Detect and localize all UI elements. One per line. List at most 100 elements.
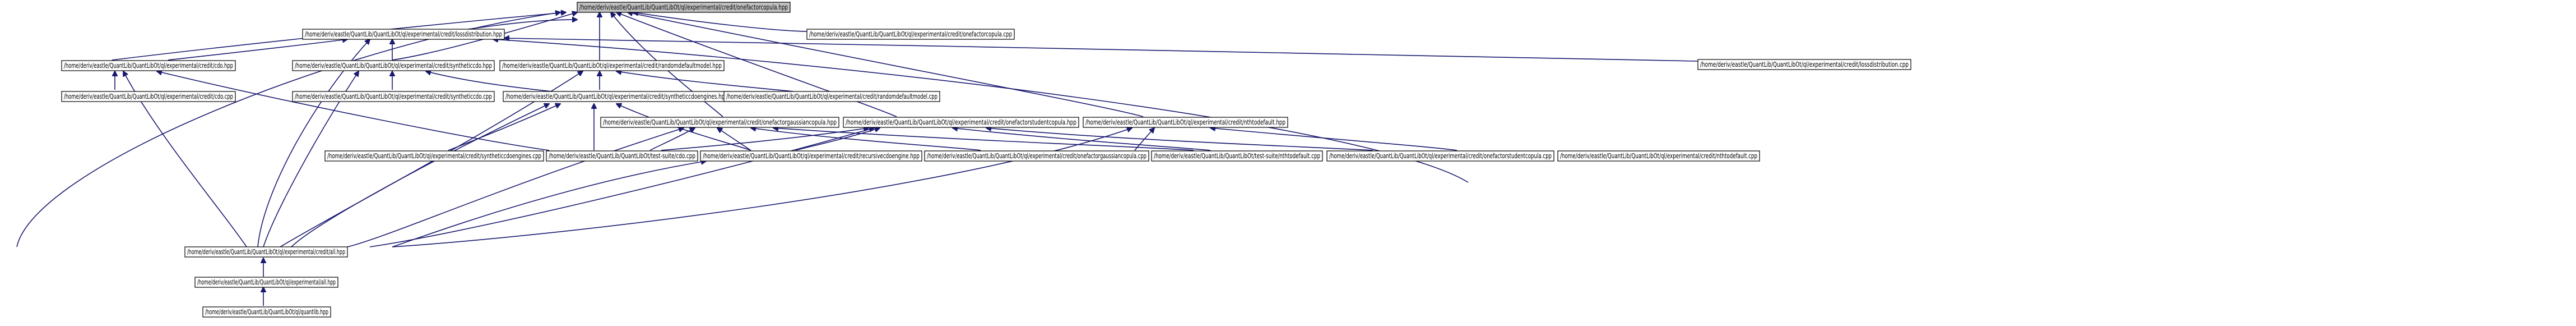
node-syntheticcdo-cpp[interactable]: /home/deriv/eastle/QuantLib/QuantLibOt/q…: [292, 91, 495, 102]
node-label: /home/deriv/eastle/QuantLib/QuantLibOt/q…: [927, 151, 1147, 160]
node-label: /home/deriv/eastle/QuantLib/QuantLibOt/q…: [1085, 118, 1285, 126]
edge-nthtodefault-to-onefactorcopula: [628, 12, 1144, 117]
node-box: [546, 150, 698, 162]
edge-credit-all-to-nthtodefault: [392, 128, 1132, 247]
node-onefactorstudentcopula-hpp[interactable]: /home/deriv/eastle/QuantLib/QuantLibOt/q…: [843, 117, 1079, 128]
node-label: /home/deriv/eastle/QuantLib/QuantLibOt/q…: [295, 61, 492, 70]
node-label: /home/deriv/eastle/QuantLib/QuantLibOt/q…: [703, 151, 920, 160]
node-label: /home/deriv/eastle/QuantLib/QuantLibOt/q…: [295, 92, 492, 100]
node-label: /home/deriv/eastle/QuantLib/QuantLibOt/q…: [1700, 60, 1909, 68]
edge-onefactorstudentcopula-to-onefactorcopula: [616, 12, 897, 117]
edge-credit-all-to-recursivecdoengine: [392, 161, 706, 247]
node-cdo-hpp[interactable]: /home/deriv/eastle/QuantLib/QuantLibOt/q…: [61, 60, 236, 71]
node-syntheticcdo-hpp[interactable]: /home/deriv/eastle/QuantLib/QuantLibOt/q…: [292, 60, 495, 71]
edge-onefactorstudentcopula-cpp-to-onefactorstudentcopula: [986, 128, 1373, 151]
node-label: /home/deriv/eastle/QuantLib/QuantLibOt/q…: [64, 61, 233, 70]
edge-credit-all-to-syntheticcdoengines: [291, 104, 549, 247]
node-box: [202, 306, 331, 318]
node-label: /home/deriv/eastle/QuantLib/QuantLibOt/q…: [726, 92, 937, 100]
node-credit-all-hpp[interactable]: /home/deriv/eastle/QuantLib/QuantLibOt/q…: [184, 246, 348, 258]
node-syntheticcdoengines-hpp[interactable]: /home/deriv/eastle/QuantLib/QuantLibOt/q…: [503, 91, 731, 102]
node-label: /home/deriv/eastle/QuantLib/QuantLibOt/q…: [1329, 151, 1552, 160]
edge-recursivecdoengine-to-syntheticcdoengines: [616, 104, 751, 151]
node-box: [324, 150, 544, 162]
edge-credit-all-to-onefactorcopula: [16, 12, 560, 247]
node-label: /home/deriv/eastle/QuantLib/QuantLibOt/q…: [305, 30, 502, 38]
node-label: /home/deriv/eastle/QuantLib/QuantLibOt/q…: [846, 118, 1076, 126]
node-onefactorcopula-hpp[interactable]: /home/deriv/eastle/QuantLib/QuantLibOt/q…: [577, 2, 791, 13]
node-box: [843, 117, 1079, 128]
node-box: [499, 60, 725, 71]
node-syntheticcdoengines-cpp[interactable]: /home/deriv/eastle/QuantLib/QuantLibOt/q…: [324, 150, 544, 162]
node-lossdistribution-hpp[interactable]: /home/deriv/eastle/QuantLib/QuantLibOt/q…: [302, 29, 505, 40]
file-nodes: /home/deriv/eastle/QuantLib/QuantLibOt/q…: [61, 2, 1911, 318]
node-label: /home/deriv/eastle/QuantLib/QuantLibOt/q…: [187, 247, 345, 256]
edge-nthtodefault-cpp-to-nthtodefault: [1210, 128, 1458, 151]
edge-onefactorgaussiancopula-cpp-to-onefactorgaussiancopula: [751, 128, 981, 151]
node-label: /home/deriv/eastle/QuantLib/QuantLibOt/q…: [579, 3, 788, 11]
node-label: /home/deriv/eastle/QuantLib/QuantLibOt/q…: [327, 151, 541, 160]
node-label: /home/deriv/eastle/QuantLib/QuantLibOt/q…: [1560, 151, 1757, 160]
node-label: /home/deriv/eastle/QuantLib/QuantLibOt/q…: [64, 92, 233, 100]
node-randomdefaultmodel-hpp[interactable]: /home/deriv/eastle/QuantLib/QuantLibOt/q…: [499, 60, 725, 71]
edge-test-cdo-to-onefactorgaussiancopula: [649, 128, 695, 151]
node-label: /home/deriv/eastle/QuantLib/QuantLibOt/q…: [197, 278, 336, 286]
node-box: [1151, 150, 1323, 162]
node-lossdistribution-cpp[interactable]: /home/deriv/eastle/QuantLib/QuantLibOt/q…: [1697, 59, 1911, 70]
node-box: [292, 60, 495, 71]
node-label: /home/deriv/eastle/QuantLib/QuantLibOt/q…: [505, 92, 728, 100]
node-test-cdo-cpp[interactable]: /home/deriv/eastle/QuantLib/QuantLibOt/t…: [546, 150, 698, 162]
node-box: [806, 29, 1015, 40]
edge-cdo-to-lossdistribution: [168, 39, 347, 61]
edge-test-nthtodefault-to-onefactorgaussiancopula: [773, 128, 1194, 151]
node-onefactorgaussiancopula-cpp[interactable]: /home/deriv/eastle/QuantLib/QuantLibOt/q…: [924, 150, 1149, 162]
node-onefactorgaussiancopula-hpp[interactable]: /home/deriv/eastle/QuantLib/QuantLibOt/q…: [600, 117, 839, 128]
edge-test-cdo-to-onefactorstudentcopula: [661, 128, 869, 151]
node-test-nthtodefault-cpp[interactable]: /home/deriv/eastle/QuantLib/QuantLibOt/t…: [1151, 150, 1323, 162]
node-label: /home/deriv/eastle/QuantLib/QuantLibOt/q…: [502, 61, 722, 70]
node-nthtodefault-hpp[interactable]: /home/deriv/eastle/QuantLib/QuantLibOt/q…: [1083, 117, 1288, 128]
node-label: /home/deriv/eastle/QuantLib/QuantLibOt/t…: [1154, 151, 1320, 160]
node-label: /home/deriv/eastle/QuantLib/QuantLibOt/q…: [809, 30, 1012, 38]
node-box: [292, 91, 495, 102]
edge-syntheticcdo-to-onefactorcopula: [392, 12, 577, 61]
node-box: [924, 150, 1149, 162]
edge-onefactorgaussiancopula-to-onefactorcopula: [611, 12, 723, 117]
edge-test-nthtodefault-to-onefactorstudentcopula: [953, 128, 1211, 151]
node-box: [61, 60, 236, 71]
edge-test-nthtodefault-to-nthtodefault: [1134, 128, 1154, 151]
edge-onefactorcopula-cpp-to-onefactorcopula: [633, 12, 807, 32]
edge-syntheticcdoengines-cpp-to-syntheticcdoengines: [448, 104, 560, 151]
edge-recursivecdoengine-to-onefactorstudentcopula: [795, 128, 880, 151]
node-box: [723, 91, 940, 102]
node-box: [184, 246, 348, 258]
node-box: [1326, 150, 1554, 162]
node-box: [1697, 59, 1911, 70]
node-recursivecdoengine-hpp[interactable]: /home/deriv/eastle/QuantLib/QuantLibOt/q…: [700, 150, 922, 162]
node-box: [700, 150, 922, 162]
edge-randomdefaultmodel-cpp-to-randomdefaultmodel: [616, 71, 807, 94]
node-box: [61, 91, 236, 102]
edge-lossdistribution-cpp-to-lossdistribution: [504, 38, 1698, 62]
node-box: [600, 117, 839, 128]
node-label: /home/deriv/eastle/QuantLib/QuantLibOt/q…: [603, 118, 837, 126]
edge-credit-all-to-onefactorgaussiancopula: [347, 128, 684, 247]
node-box: [1083, 117, 1288, 128]
node-box: [577, 2, 791, 13]
node-onefactorstudentcopula-cpp[interactable]: /home/deriv/eastle/QuantLib/QuantLibOt/q…: [1326, 150, 1554, 162]
node-box: [302, 29, 505, 40]
edge-syntheticcdoengines-to-syntheticcdo: [426, 71, 567, 94]
node-box: [194, 277, 338, 288]
node-cdo-cpp[interactable]: /home/deriv/eastle/QuantLib/QuantLibOt/q…: [61, 91, 236, 102]
node-onefactorcopula-cpp[interactable]: /home/deriv/eastle/QuantLib/QuantLibOt/q…: [806, 29, 1015, 40]
node-nthtodefault-cpp[interactable]: /home/deriv/eastle/QuantLib/QuantLibOt/q…: [1557, 150, 1760, 162]
node-box: [1557, 150, 1760, 162]
node-randomdefaultmodel-cpp[interactable]: /home/deriv/eastle/QuantLib/QuantLibOt/q…: [723, 91, 940, 102]
node-label: /home/deriv/eastle/QuantLib/QuantLibOt/t…: [549, 151, 695, 160]
node-label: /home/deriv/eastle/QuantLib/QuantLibOt/q…: [205, 307, 328, 316]
node-quantlib-hpp[interactable]: /home/deriv/eastle/QuantLib/QuantLibOt/q…: [202, 306, 331, 318]
edge-test-cdo-to-cdo: [157, 71, 550, 151]
node-experimental-all-hpp[interactable]: /home/deriv/eastle/QuantLib/QuantLibOt/q…: [194, 277, 338, 288]
edge-recursivecdoengine-to-onefactorgaussiancopula: [717, 128, 751, 151]
